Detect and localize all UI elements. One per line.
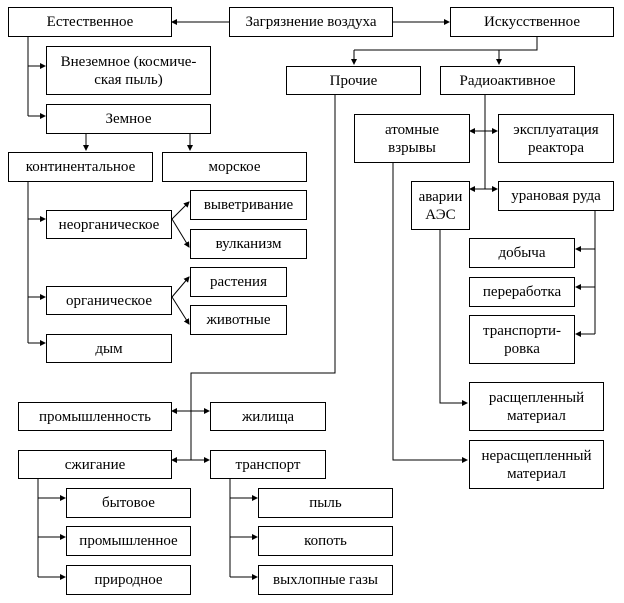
node-combustion: сжигание: [18, 450, 172, 479]
node-uranium-ore: урановая руда: [498, 181, 614, 211]
node-npp-accidents: аварии АЭС: [411, 181, 470, 230]
node-mining: добыча: [469, 238, 575, 268]
connector-explosions-unfissioned: [392, 162, 468, 463]
node-plants: растения: [190, 267, 287, 297]
node-dust: пыль: [258, 488, 393, 518]
node-marine: морское: [162, 152, 307, 182]
node-transportation: транспорти- ровка: [469, 315, 575, 364]
connector-accidents-fissioned: [439, 230, 468, 406]
node-extraterrestrial: Внеземное (космиче- ская пыль): [46, 46, 211, 95]
node-housing: жилища: [210, 402, 326, 431]
node-root: Загрязнение воздуха: [229, 7, 393, 37]
node-unfissioned-material: нерасщепленный материал: [469, 440, 604, 489]
node-inorganic: неорганическое: [46, 210, 172, 239]
connector-other-trunk: [190, 94, 336, 460]
connector-organic-animals: [171, 296, 190, 325]
connector-artificial-split: [354, 36, 538, 51]
node-transport: транспорт: [210, 450, 326, 479]
node-smoke: дым: [46, 334, 172, 363]
node-exhaust: выхлопные газы: [258, 565, 393, 595]
node-nuclear-explosions: атомные взрывы: [354, 114, 470, 163]
connector-organic-plants: [171, 276, 190, 298]
node-continental: континентальное: [8, 152, 153, 182]
node-radioactive: Радиоактивное: [440, 66, 575, 95]
node-industry: промышленность: [18, 402, 172, 431]
node-other: Прочие: [286, 66, 421, 95]
node-natural-combustion: природное: [66, 565, 191, 595]
connector-inorganic-weathering: [171, 201, 190, 220]
node-volcanism: вулканизм: [190, 229, 307, 259]
node-processing: переработка: [469, 277, 575, 307]
node-animals: животные: [190, 305, 287, 335]
node-industrial: промышленное: [66, 526, 191, 556]
node-domestic: бытовое: [66, 488, 191, 518]
node-terrestrial: Земное: [46, 104, 211, 134]
node-fissioned-material: расщепленный материал: [469, 382, 604, 431]
node-weathering: выветривание: [190, 190, 307, 220]
node-organic: органическое: [46, 286, 172, 315]
node-reactor-operation: эксплуатация реактора: [498, 114, 614, 163]
connector-inorganic-volcanism: [171, 218, 190, 248]
node-artificial: Искусственное: [450, 7, 614, 37]
node-natural: Естественное: [8, 7, 172, 37]
node-soot: копоть: [258, 526, 393, 556]
